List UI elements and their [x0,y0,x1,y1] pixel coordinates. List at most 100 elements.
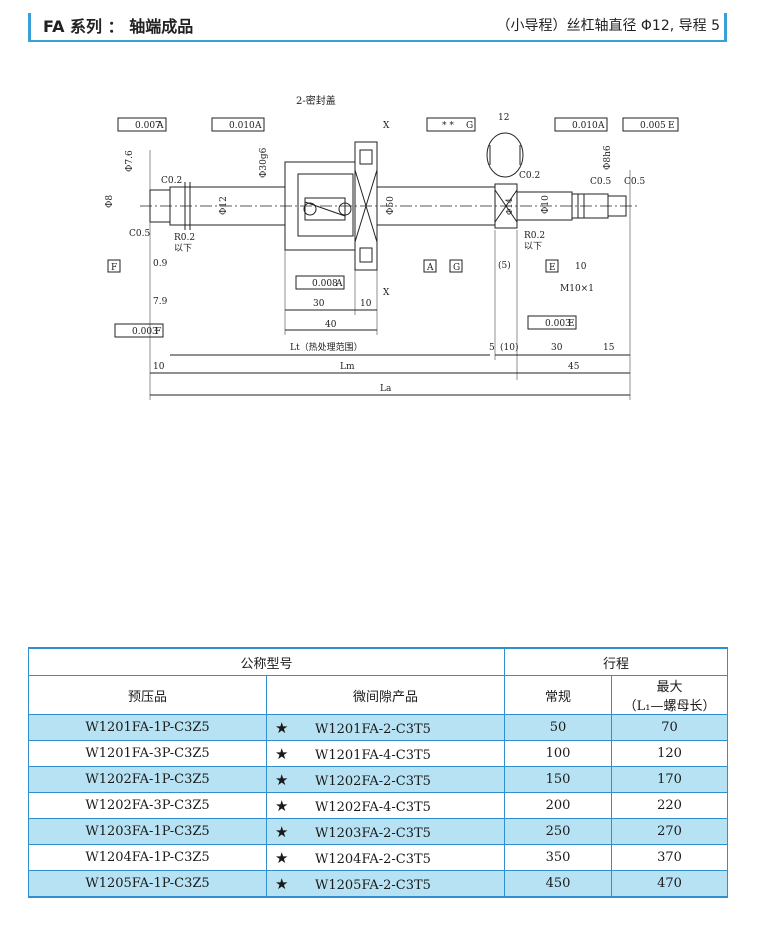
dim-d8h6: Φ8h6 [603,145,613,170]
page-header: FA 系列 ： 轴端成品 （小导程）丝杠轴直径 Φ12, 导程 5 [28,13,727,42]
cell-max: 220 [611,792,729,819]
datum-a: A [426,263,434,273]
cell-max: 70 [611,714,729,741]
header-max-line2: （L₁—螺母长） [623,699,716,714]
cell-micro: ★W1202FA-4-C3T5 [265,792,506,819]
cell-micro: ★W1202FA-2-C3T5 [265,766,506,793]
tol-0010-left: 0.010 [229,121,255,131]
dim-12: 12 [498,113,509,123]
cell-normal: 350 [504,844,613,871]
cell-normal: 50 [504,714,613,741]
dim-lt: Lt（热处理范围） [290,341,363,353]
header-preload: 预压品 [28,675,267,715]
ref-f-1: F [155,327,161,337]
cell-normal: 150 [504,766,613,793]
table-row: W1205FA-1P-C3Z5 ★W1205FA-2-C3T5 450 470 [28,870,729,898]
cell-micro: ★W1201FA-4-C3T5 [265,740,506,767]
table-row: W1202FA-1P-C3Z5 ★W1202FA-2-C3T5 150 170 [28,766,729,793]
cell-max: 170 [611,766,729,793]
dim-lm: Lm [340,362,355,372]
section-x-top: X [383,121,390,131]
cell-max: 470 [611,870,729,898]
cell-normal: 250 [504,818,613,845]
table-row: W1204FA-1P-C3Z5 ★W1204FA-2-C3T5 350 370 [28,844,729,871]
datum-e: E [549,263,556,273]
label-c05-right1: C0.5 [590,177,611,187]
datum-f: F [111,263,117,273]
label-below-left: 以下 [174,244,192,254]
table-row: W1203FA-1P-C3Z5 ★W1203FA-2-C3T5 250 270 [28,818,729,845]
cell-micro: ★W1201FA-2-C3T5 [265,714,506,741]
dim-30: 30 [313,299,325,309]
label-c02-right: C0.2 [519,171,540,181]
header-max: 最大 （L₁—螺母长） [611,675,729,715]
ref-a-3: A [597,121,605,131]
cell-max: 120 [611,740,729,767]
label-thread: M10×1 [560,284,594,294]
ref-a-2: A [254,121,262,131]
label-seal: 2-密封盖 [296,94,336,107]
star-icon: ★ [275,744,289,763]
dim-30b: 30 [551,343,563,353]
star-icon: ★ [275,848,289,867]
header-stroke: 行程 [504,647,729,676]
label-r02-right: R0.2 [524,231,545,241]
dim-40: 40 [325,320,337,330]
table-row: W1202FA-3P-C3Z5 ★W1202FA-4-C3T5 200 220 [28,792,729,819]
cell-preload: W1201FA-1P-C3Z5 [28,714,267,741]
dim-d76: Φ7.6 [125,150,135,172]
label-below-right: 以下 [524,242,542,252]
ref-a-4: A [335,279,343,289]
cell-preload: W1202FA-3P-C3Z5 [28,792,267,819]
dim-d12: Φ12 [219,196,229,215]
ref-g-1: G [466,121,473,131]
cell-micro: ★W1203FA-2-C3T5 [265,818,506,845]
dim-d10: Φ10 [541,195,551,214]
star-icon: ★ [275,822,289,841]
dim-45: 45 [568,362,580,372]
header-normal: 常规 [504,675,613,715]
tol-0003-f: 0.003 [132,327,158,337]
technical-drawing: 2-密封盖 0.007 A 0.010 A * * G 0.010 A 0.00… [105,94,679,400]
dim-5b: 5 [489,343,495,353]
dim-10c: 10 [153,362,165,372]
tol-0008: 0.008 [312,279,338,289]
cell-preload: W1203FA-1P-C3Z5 [28,818,267,845]
tol-0005: 0.005 [640,121,666,131]
star-icon: ★ [275,796,289,815]
cell-normal: 200 [504,792,613,819]
cell-normal: 100 [504,740,613,767]
dim-5a: (5) [498,260,511,271]
table-row: W1201FA-3P-C3Z5 ★W1201FA-4-C3T5 100 120 [28,740,729,767]
cell-preload: W1201FA-3P-C3Z5 [28,740,267,767]
label-c05-right2: C0.5 [624,177,645,187]
star-icon: ★ [275,874,289,893]
cell-preload: W1205FA-1P-C3Z5 [28,870,267,898]
datum-g: G [453,263,460,273]
ref-e-1: E [668,121,675,131]
tol-flat: * * [442,121,454,131]
dim-d14: Φ14 [505,198,514,215]
star-icon: ★ [275,770,289,789]
cell-max: 370 [611,844,729,871]
table-row: W1201FA-1P-C3Z5 ★W1201FA-2-C3T5 50 70 [28,714,729,741]
tol-0010-right: 0.010 [572,121,598,131]
dim-10a: 10 [360,299,372,309]
dim-10b: (10) [500,342,518,353]
ref-a-1: A [156,121,164,131]
dim-10d: 10 [575,262,587,272]
cell-normal: 450 [504,870,613,898]
tol-0007: 0.007 [135,121,161,131]
tol-0003-e: 0.003 [545,319,571,329]
section-x-bottom: X [383,288,390,298]
dim-15: 15 [603,343,615,353]
label-c05-left: C0.5 [129,229,150,239]
star-icon: ★ [275,718,289,737]
dim-d8: Φ8 [105,195,115,208]
dim-79: 7.9 [153,297,168,307]
label-r02-left: R0.2 [174,233,195,243]
cell-micro: ★W1204FA-2-C3T5 [265,844,506,871]
spec-table: 公称型号 行程 常规 最大 （L₁—螺母长） 预压品 微间隙产品 W1201FA… [27,647,729,898]
cell-max: 270 [611,818,729,845]
ref-e-2: E [568,319,575,329]
